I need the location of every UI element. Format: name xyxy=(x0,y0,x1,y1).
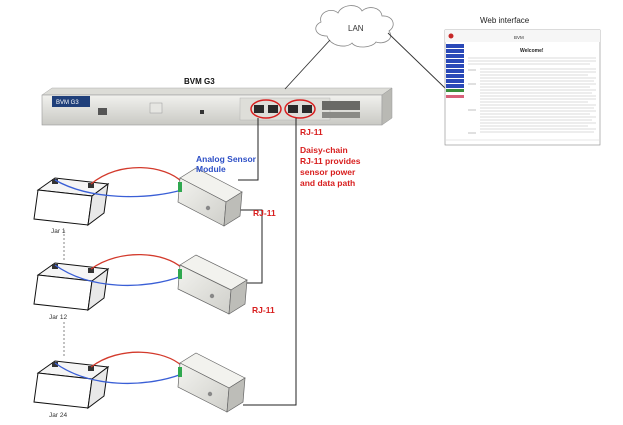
battery-jar-12 xyxy=(33,262,110,312)
lan-cloud xyxy=(315,5,394,48)
web-welcome-heading: Welcome! xyxy=(520,48,544,54)
analog-sensor-module-3 xyxy=(177,352,246,413)
rj45-highlight xyxy=(250,99,282,119)
lan-link-device xyxy=(284,39,331,90)
sense-wire-blue-24 xyxy=(54,362,183,385)
module-label-line2: Module xyxy=(196,164,226,174)
sense-wire-red-1 xyxy=(90,167,183,185)
status-led xyxy=(200,110,204,114)
rj-port-group xyxy=(254,105,312,113)
module-label-line1: Analog Sensor xyxy=(196,154,257,164)
lan-link-web xyxy=(387,32,446,89)
rj11-highlight xyxy=(284,99,316,119)
lan-label: LAN xyxy=(348,24,364,33)
usb-port xyxy=(98,108,107,115)
web-screen-title: BVM xyxy=(514,35,524,40)
daisy-chain-line1: Daisy-chain xyxy=(300,145,348,155)
analog-sensor-module-2 xyxy=(177,254,248,315)
web-interface-caption: Web interface xyxy=(480,16,530,25)
rj11-label-mid: RJ-11 xyxy=(253,208,276,218)
jar-1-label: Jar 1 xyxy=(51,228,66,235)
bvm-device: BVM G3 xyxy=(41,87,393,126)
battery-jar-1 xyxy=(33,177,110,227)
battery-jar-24 xyxy=(33,360,110,410)
web-interface-thumbnail: BVM Welcome! xyxy=(444,29,601,146)
rj11-label-low: RJ-11 xyxy=(252,305,275,315)
rj11-cable-module1-to-module2 xyxy=(236,209,263,284)
jar-12-label: Jar 12 xyxy=(49,314,67,321)
rj11-cable-device-to-module1 xyxy=(238,118,259,181)
jar-24-label: Jar 24 xyxy=(49,412,67,419)
sense-wire-blue-1 xyxy=(54,179,183,198)
rj11-label-top: RJ-11 xyxy=(300,127,323,137)
front-switch xyxy=(149,102,163,114)
terminal-block xyxy=(322,101,360,118)
daisy-chain-line2: RJ-11 provides xyxy=(300,156,361,166)
daisy-chain-line3: sensor power xyxy=(300,167,356,177)
sense-wire-blue-12 xyxy=(54,264,183,287)
analog-sensor-module-1 xyxy=(177,167,243,227)
device-panel-brand: BVM G3 xyxy=(56,100,79,106)
device-title: BVM G3 xyxy=(184,77,215,86)
daisy-chain-line4: and data path xyxy=(300,178,355,188)
sense-wire-red-12 xyxy=(90,253,183,270)
rj11-cable-device-to-module3 xyxy=(243,118,297,406)
sense-wire-red-24 xyxy=(90,351,183,368)
